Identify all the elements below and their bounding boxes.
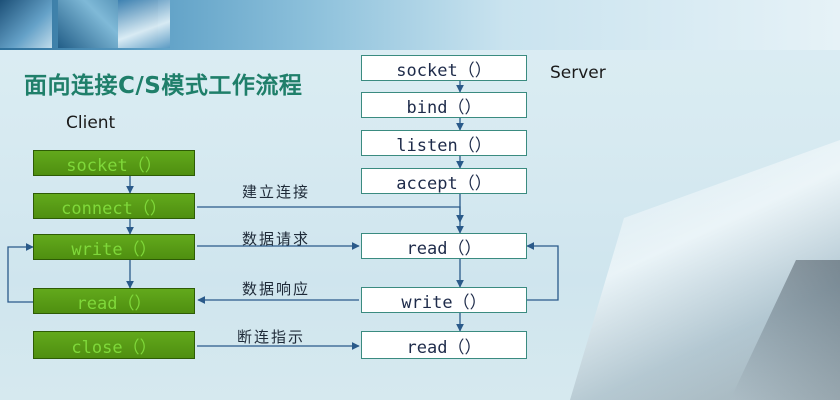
server-step-bind: bind（） — [361, 92, 527, 118]
server-loop-arrow — [526, 242, 559, 301]
client-step-read: read（） — [33, 288, 195, 314]
banner-image — [0, 0, 52, 48]
banner-image — [118, 0, 170, 48]
edge-label-request: 数据请求 — [242, 230, 311, 248]
client-step-socket: socket（） — [33, 150, 195, 176]
client-step-connect: connect（） — [33, 193, 195, 219]
edge-label-response: 数据响应 — [242, 280, 311, 298]
server-step-read: read（） — [361, 233, 527, 259]
connect-arrow — [197, 206, 464, 223]
server-step-socket: socket（） — [361, 55, 527, 81]
server-step-listen: listen（） — [361, 130, 527, 156]
server-step-write: write（） — [361, 287, 527, 313]
server-step-accept: accept（） — [361, 168, 527, 194]
header-banner — [0, 0, 840, 50]
client-step-close: close（） — [33, 331, 195, 359]
edge-label-connect: 建立连接 — [242, 183, 311, 201]
server-step-read-close: read（） — [361, 331, 527, 359]
client-step-write: write（） — [33, 234, 195, 260]
server-label: Server — [550, 63, 606, 83]
client-loop-arrow — [7, 243, 34, 303]
client-label: Client — [66, 113, 116, 133]
slide-title: 面向连接C/S模式工作流程 — [24, 73, 303, 99]
edge-label-close: 断连指示 — [237, 328, 306, 346]
